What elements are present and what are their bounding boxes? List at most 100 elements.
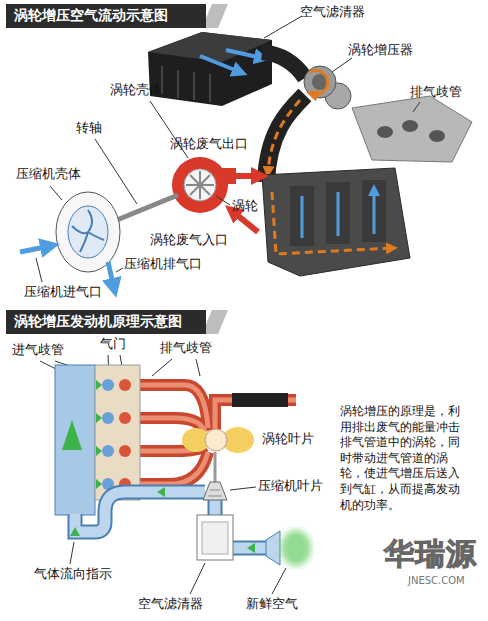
part-label: 压缩机叶片 [258,478,323,495]
part-label: 压缩机排气口 [124,256,202,273]
part-label: 涡轮壳体 [110,82,162,99]
part-label: 空气滤清器 [138,596,203,613]
leader-line [230,487,256,490]
leader-line [36,258,42,282]
intake-duct [268,100,300,172]
exhaust-manifold [429,130,445,142]
leader-line [70,542,74,564]
cylinder-head [96,380,102,489]
part-label: 压缩机壳体 [16,166,81,183]
air-filter [162,66,210,102]
intake-manifold [262,168,410,276]
part-label: 空气滤清器 [300,4,365,21]
air-filter [200,56,240,72]
exhaust-pipe [232,393,288,407]
intake-duct [262,52,305,78]
air-filter-box [197,515,233,560]
cylinder-head [119,379,131,391]
air-filter-box [202,522,228,554]
intake-manifold [272,192,392,254]
cylinder-head [102,379,114,391]
air-inlet [266,531,280,565]
turbine-housing [228,173,260,179]
intake-pipe [75,492,205,532]
turbine-housing [184,169,216,201]
shaft [112,195,178,222]
leader-line [190,563,205,594]
part-label: 转轴 [76,120,102,137]
leader-line [152,359,200,376]
intake-duct [262,52,305,182]
watermark: 华瑞源 [384,534,477,573]
part-label: 气门 [100,336,126,353]
part-label: 新鲜空气 [246,596,298,613]
air-filter [148,32,272,62]
compressor-housing [56,192,120,272]
compressor-housing [20,246,50,252]
leader-line [50,186,62,200]
air-filter [226,50,262,58]
intake-pipe [70,487,268,553]
exhaust-manifold [352,96,472,162]
part-label: 进气歧管 [12,342,64,359]
intake-manifold [302,190,374,238]
compressor-housing [108,262,114,288]
exhaust-manifold [377,126,393,138]
turbine-housing [172,157,260,232]
turbine-wheel [182,427,254,482]
compressor-housing [20,192,120,288]
part-label: 排气歧管 [160,340,212,357]
leader-line [116,268,123,272]
title-text: 涡轮增压发动机原理示意图 [14,313,182,331]
part-label: 气体流向指示 [34,566,112,583]
air-filter [148,32,272,106]
intake-manifold-block [55,365,95,515]
air-inlet [281,530,311,566]
compressor-wheel [203,482,227,500]
air-filter-box [197,515,233,560]
intake-manifold-block [55,365,95,515]
title-text: 涡轮增压空气流动示意图 [14,7,168,25]
turbocharger [304,66,336,98]
intake-duct [266,95,305,182]
turbine-housing [172,157,228,213]
cylinder-head [95,365,140,500]
part-label: 涡轮废气出口 [170,136,248,153]
title-band: 涡轮增压发动机原理示意图 [6,310,206,334]
part-label: 涡轮叶片 [262,431,314,448]
intake-manifold-block [62,420,82,450]
note-text: 涡轮增压的原理是，利用排出废气的能量冲击排气管道中的涡轮，同时带动进气管道的涡轮… [340,404,468,513]
compressor-housing [72,210,104,252]
turbine-housing [232,211,258,232]
exhaust-manifold [402,120,418,132]
leader-line [216,196,230,205]
turbocharger [304,66,351,109]
air-inlet [266,530,311,566]
exhaust-manifold [352,96,472,162]
cylinder-head [119,412,131,424]
leader-line [264,16,302,38]
title-band: 涡轮增压空气流动示意图 [6,4,206,28]
intake-manifold [262,168,410,276]
part-label: 排气歧管 [410,84,462,101]
part-label: 压缩机进气口 [24,284,102,301]
compressor-housing [68,206,108,258]
watermark: JNESC.COM [408,574,465,587]
cylinder-head [95,365,140,500]
cylinder-head [102,412,114,424]
turbine-wheel [214,452,217,482]
shaft [112,195,178,222]
part-label: 涡轮废气入口 [150,232,228,249]
turbocharger [310,71,328,95]
compressor-wheel [208,490,222,496]
turbine-wheel [205,429,227,451]
part-label: 涡轮增压器 [348,42,413,59]
cylinder-head [102,445,114,457]
leader-line [413,102,420,112]
turbine-housing [186,171,214,199]
leader-line [272,568,286,594]
leader-line [95,139,137,204]
part-label: 涡轮 [232,198,258,215]
cylinder-head [119,445,131,457]
air-filter [148,32,272,106]
